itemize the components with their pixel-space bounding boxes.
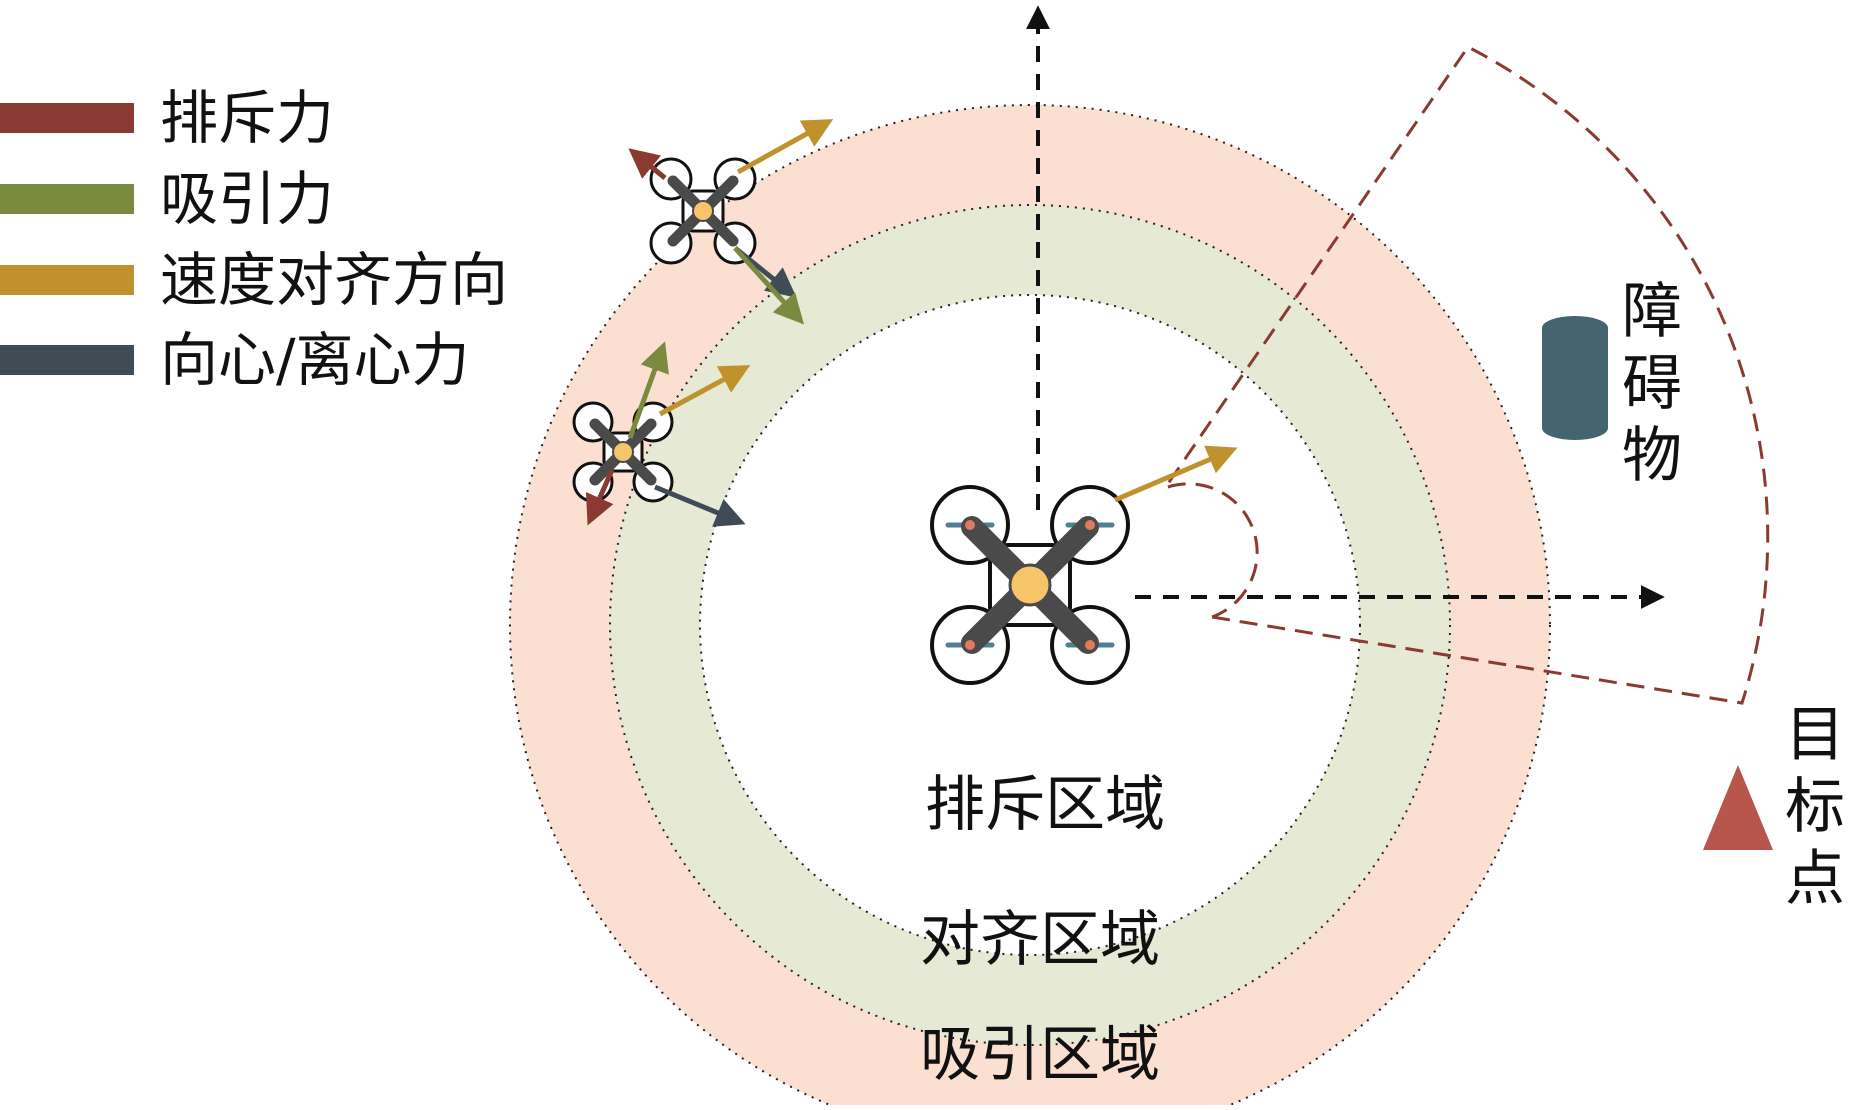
legend-label-attraction: 吸引力 [160,165,334,233]
legend-label-repulsion: 排斥力 [160,84,334,152]
legend: 排斥力 吸引力 速度对齐方向 向心/离心力 [0,84,508,394]
axes [1026,5,1665,609]
obstacle [1542,316,1608,440]
center-alignment-arrow [1114,445,1238,503]
obstacle-label: 障碍物 [1622,277,1682,491]
drone-b-repulsion-arrow [585,468,615,526]
drone-rotor-hubs [965,520,1095,650]
drone-a-alignment-arrow [736,119,834,175]
legend-swatch-attraction [0,184,134,214]
legend-swatch-centripetal [0,345,134,375]
drone-b-attraction-arrow [627,341,669,439]
zone-label-repulsion: 排斥区域 [925,770,1165,840]
drone-core [1008,563,1052,607]
drone-b-centripetal-arrow [654,484,746,527]
drone-b-alignment-arrow [658,365,751,417]
target-triangle [1703,765,1773,850]
obstacle-cylinder-bottom [1542,416,1608,440]
legend-label-alignment: 速度对齐方向 [160,246,508,314]
legend-swatch-repulsion [0,103,134,133]
legend-label-centripetal: 向心/离心力 [160,326,470,394]
drone-center [930,485,1130,685]
target-label: 目标点 [1785,700,1845,914]
obstacle-cylinder-body [1542,328,1608,428]
legend-swatch-alignment [0,265,134,295]
obstacle-cylinder-top [1542,316,1608,340]
zone-label-attraction: 吸引区域 [920,1020,1160,1090]
drone-a-repulsion-arrow [628,148,667,180]
drone-a-attraction-arrow [733,246,805,325]
zone-label-alignment: 对齐区域 [920,905,1160,975]
drone-a [649,157,757,265]
